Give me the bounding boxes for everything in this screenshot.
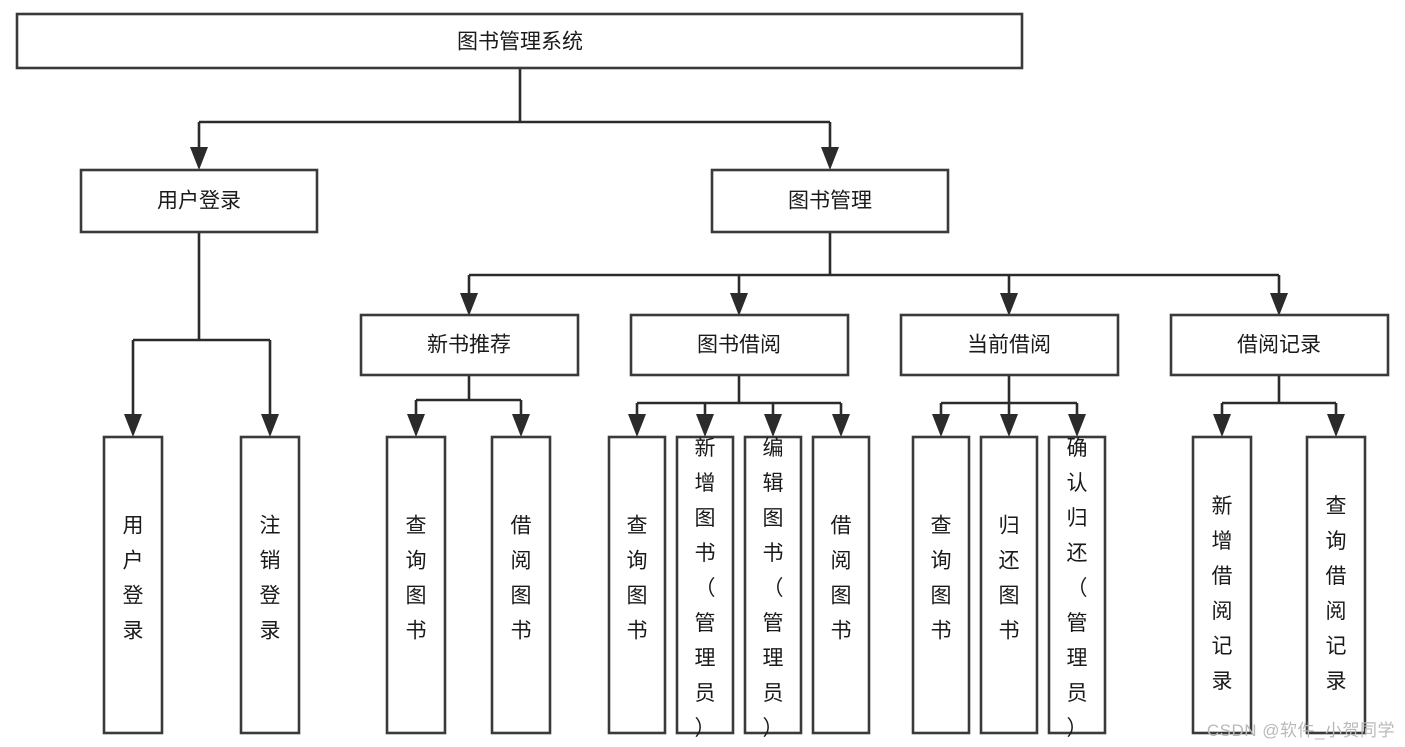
arrow-icon-to-leaf-12 — [1213, 414, 1231, 437]
arrow-icon-to-leaf-8 — [832, 414, 850, 437]
node-leaf-add-book-admin-box[interactable] — [675, 435, 735, 735]
node-leaf-query-borrow-record-box[interactable] — [1305, 435, 1367, 735]
node-leaf-edit-book-admin[interactable]: 编辑图书（管理员） — [743, 435, 803, 740]
arrow-icon-to-borrow-record — [1270, 293, 1288, 316]
node-leaf-user-login[interactable]: 用户登录 — [102, 435, 164, 735]
node-leaf-borrow-book-1-box[interactable] — [490, 435, 552, 735]
arrow-icon-to-book-mgmt — [821, 147, 839, 170]
node-borrow-record-box[interactable] — [1169, 313, 1390, 377]
node-leaf-borrow-book-1[interactable]: 借阅图书 — [490, 435, 552, 735]
node-current-borrow-label: 当前借阅 — [967, 334, 1051, 357]
arrow-icon-to-leaf-11 — [1068, 414, 1086, 437]
node-new-book-recommend[interactable]: 新书推荐 — [359, 313, 580, 377]
node-borrow-record-label: 借阅记录 — [1237, 334, 1321, 357]
node-leaf-query-book-1[interactable]: 查询图书 — [385, 435, 447, 735]
node-current-borrow-box[interactable] — [899, 313, 1120, 377]
arrow-icon-to-current-borrow — [1000, 293, 1018, 316]
arrow-icon-to-leaf-6 — [696, 414, 714, 437]
arrow-icon-to-leaf-2 — [261, 414, 279, 437]
node-leaf-add-book-admin-label: 新增图书（管理员） — [695, 437, 716, 740]
node-leaf-return-book[interactable]: 归还图书 — [979, 435, 1039, 735]
node-book-borrow-label: 图书借阅 — [697, 334, 781, 357]
arrow-icon-to-leaf-4 — [512, 414, 530, 437]
arrow-icon-to-leaf-9 — [932, 414, 950, 437]
node-leaf-query-book-2[interactable]: 查询图书 — [607, 435, 667, 735]
node-leaf-user-login-box[interactable] — [102, 435, 164, 735]
node-leaf-return-book-box[interactable] — [979, 435, 1039, 735]
node-leaf-confirm-return-admin[interactable]: 确认归还（管理员） — [1047, 435, 1107, 740]
node-root-label: 图书管理系统 — [457, 31, 583, 54]
node-leaf-confirm-return-admin-label: 确认归还（管理员） — [1067, 437, 1088, 740]
node-leaf-query-book-2-box[interactable] — [607, 435, 667, 735]
node-leaf-add-borrow-record[interactable]: 新增借阅记录 — [1191, 435, 1253, 735]
node-leaf-borrow-book-2-box[interactable] — [811, 435, 871, 735]
node-leaf-query-book-3-label: 查询图书 — [931, 515, 952, 643]
node-book-management-label: 图书管理 — [788, 190, 872, 213]
node-new-book-recommend-label: 新书推荐 — [427, 334, 511, 357]
arrow-icon-to-leaf-3 — [407, 414, 425, 437]
node-leaf-borrow-book-1-label: 借阅图书 — [511, 515, 532, 643]
node-leaf-edit-book-admin-label: 编辑图书（管理员） — [763, 437, 784, 740]
leaf-layer: 用户登录 注销登录 查询图书 借阅图书 查询图书 新增图书（管理员） 编辑图书（… — [102, 435, 1367, 740]
node-leaf-add-borrow-record-box[interactable] — [1191, 435, 1253, 735]
node-leaf-return-book-label: 归还图书 — [999, 515, 1020, 643]
node-leaf-logout-label: 注销登录 — [260, 515, 281, 643]
node-current-borrow[interactable]: 当前借阅 — [899, 313, 1120, 377]
node-leaf-add-book-admin[interactable]: 新增图书（管理员） — [675, 435, 735, 740]
node-book-borrow-box[interactable] — [629, 313, 850, 377]
node-leaf-borrow-book-2[interactable]: 借阅图书 — [811, 435, 871, 735]
node-leaf-query-book-3-box[interactable] — [911, 435, 971, 735]
node-leaf-query-borrow-record[interactable]: 查询借阅记录 — [1305, 435, 1367, 735]
arrow-icon-to-book-borrow — [730, 293, 748, 316]
node-borrow-record[interactable]: 借阅记录 — [1169, 313, 1390, 377]
node-user-login-box[interactable] — [79, 168, 319, 234]
node-leaf-add-borrow-record-label: 新增借阅记录 — [1212, 495, 1233, 693]
node-user-login-label: 用户登录 — [157, 190, 241, 213]
node-root[interactable]: 图书管理系统 — [15, 12, 1024, 70]
node-leaf-query-book-1-label: 查询图书 — [406, 515, 427, 643]
node-leaf-query-borrow-record-label: 查询借阅记录 — [1326, 495, 1347, 693]
node-leaf-user-login-label: 用户登录 — [123, 515, 144, 643]
node-root-box[interactable] — [15, 12, 1024, 70]
node-leaf-query-book-1-box[interactable] — [385, 435, 447, 735]
node-leaf-query-book-2-label: 查询图书 — [627, 515, 648, 643]
node-leaf-borrow-book-2-label: 借阅图书 — [831, 515, 852, 643]
arrow-icon-to-leaf-7 — [764, 414, 782, 437]
arrow-icon-to-leaf-5 — [628, 414, 646, 437]
node-book-borrow[interactable]: 图书借阅 — [629, 313, 850, 377]
node-leaf-confirm-return-admin-box[interactable] — [1047, 435, 1107, 735]
arrow-icon-to-user-login — [190, 147, 208, 170]
arrow-icon-to-leaf-1 — [124, 414, 142, 437]
node-leaf-edit-book-admin-box[interactable] — [743, 435, 803, 735]
node-user-login[interactable]: 用户登录 — [79, 168, 319, 234]
arrow-icon-to-new-book — [460, 293, 478, 316]
node-leaf-query-book-3[interactable]: 查询图书 — [911, 435, 971, 735]
node-new-book-recommend-box[interactable] — [359, 313, 580, 377]
arrow-icon-to-leaf-13 — [1327, 414, 1345, 437]
arrow-icon-to-leaf-10 — [1000, 414, 1018, 437]
node-book-management[interactable]: 图书管理 — [710, 168, 950, 234]
node-book-management-box[interactable] — [710, 168, 950, 234]
node-leaf-logout[interactable]: 注销登录 — [239, 435, 301, 735]
node-leaf-logout-box[interactable] — [239, 435, 301, 735]
